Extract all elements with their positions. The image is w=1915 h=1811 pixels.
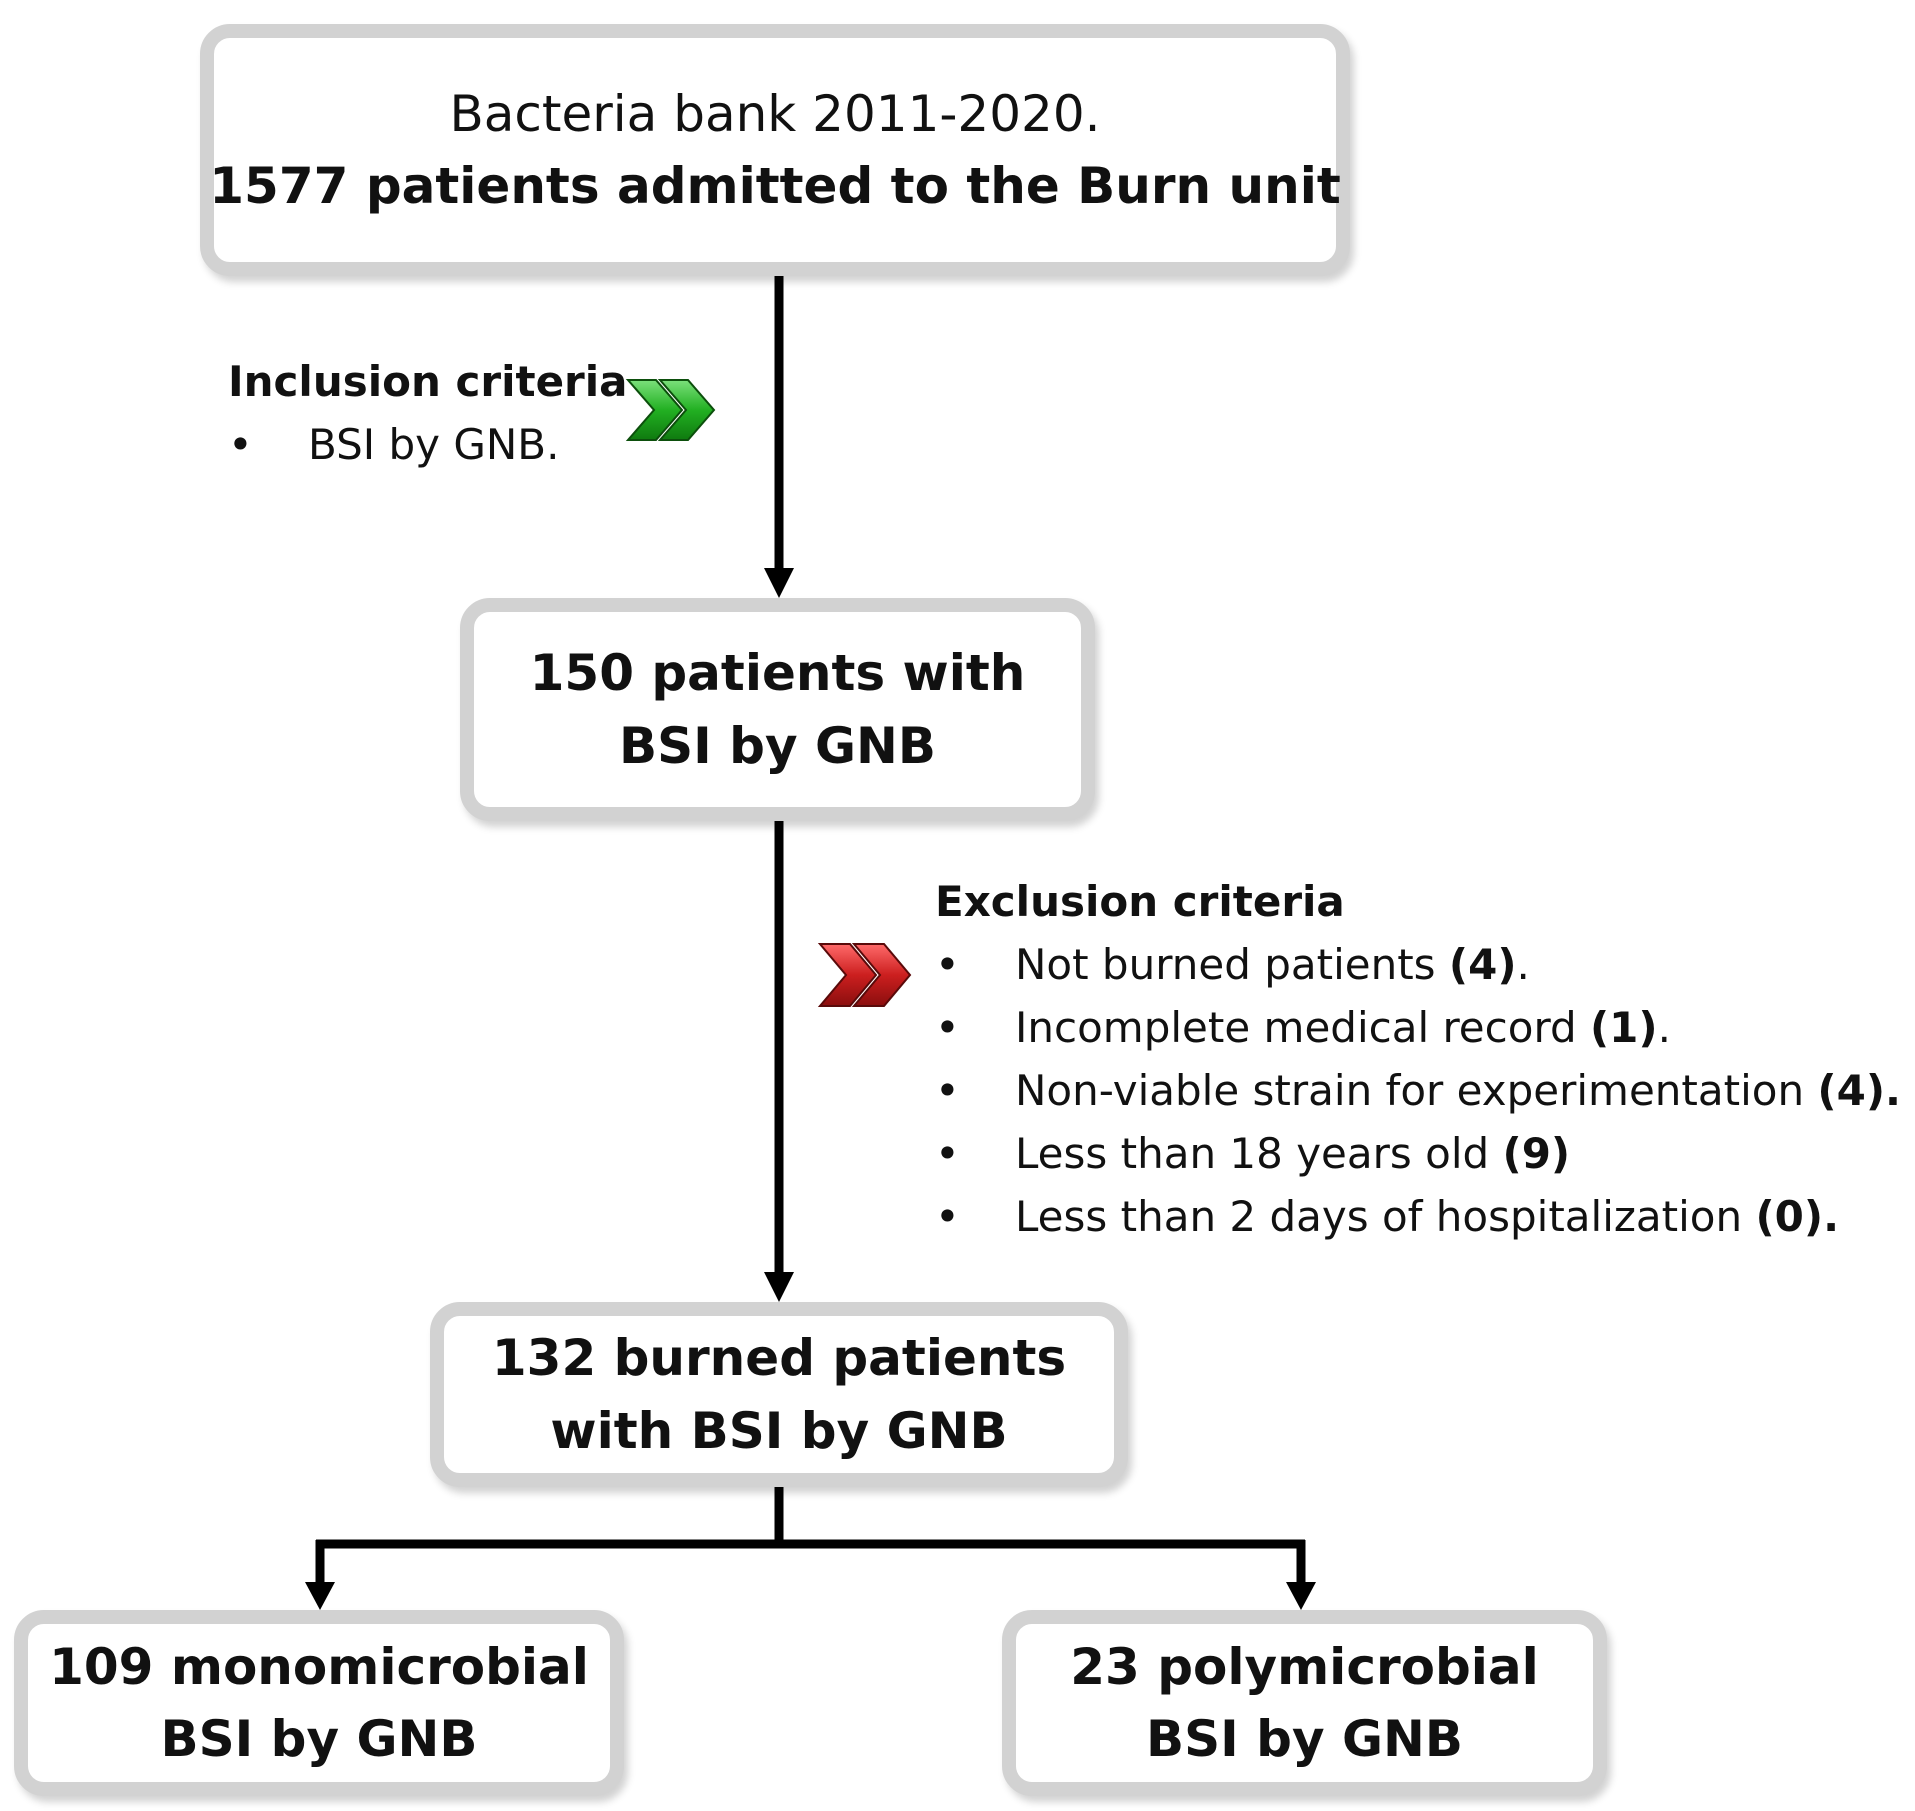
exclusion-item-count: (0). [1755, 1192, 1840, 1241]
exclusion-item-end: . [1657, 1003, 1671, 1052]
arrowhead-left [305, 1582, 335, 1610]
source-population-count: 1577 patients admitted to the Burn unit [209, 157, 1341, 215]
bullet: • [935, 1129, 960, 1178]
bullet: • [935, 1192, 960, 1241]
inclusion-criteria-item: • BSI by GNB. [228, 413, 628, 476]
inclusion-criteria-list: • BSI by GNB. [228, 413, 628, 476]
exclusion-item-count: (4). [1817, 1066, 1901, 1115]
arrowhead-mid [764, 568, 794, 598]
exclusion-criteria-list: • Not burned patients (4). • Incomplete me… [935, 933, 1901, 1248]
arrowhead-right [1286, 1582, 1316, 1610]
bullet: • [228, 420, 253, 469]
inclusion-criteria: Inclusion criteria • BSI by GNB. [228, 350, 628, 476]
burned-patients-line2: with BSI by GNB [550, 1401, 1008, 1460]
exclusion-criteria-item: • Not burned patients (4). [935, 933, 1901, 996]
bullet: • [935, 940, 960, 989]
source-population-box: Bacteria bank 2011-2020. 1577 patients a… [200, 24, 1350, 276]
exclusion-item-end: . [1516, 940, 1530, 989]
inclusion-criteria-item-text: BSI by GNB. [308, 420, 560, 469]
exclusion-item-text: Less than 2 days of hospitalization [1015, 1192, 1756, 1241]
exclusion-item-text: Less than 18 years old [1015, 1129, 1503, 1178]
exclusion-criteria: Exclusion criteria • Not burned patients … [935, 870, 1901, 1248]
monomicrobial-box: 109 monomicrobial BSI by GNB [14, 1610, 624, 1796]
exclusion-item-text: Non-viable strain for experimentation [1015, 1066, 1818, 1115]
arrowhead-third [764, 1272, 794, 1302]
exclusion-criteria-item: • Less than 2 days of hospitalization (0)… [935, 1185, 1901, 1248]
bsi-patients-line1: 150 patients with [529, 644, 1026, 702]
exclusion-criteria-item: • Non-viable strain for experimentation (… [935, 1059, 1901, 1122]
polymicrobial-box: 23 polymicrobial BSI by GNB [1002, 1610, 1607, 1796]
exclusion-item-count: (9) [1502, 1129, 1571, 1178]
polymicrobial-line1: 23 polymicrobial [1070, 1637, 1539, 1696]
inclusion-chevron-icon [625, 379, 716, 441]
exclusion-item-text: Incomplete medical record [1015, 1003, 1590, 1052]
inclusion-criteria-title: Inclusion criteria [228, 357, 628, 406]
bullet: • [935, 1066, 960, 1115]
burned-patients-box: 132 burned patients with BSI by GNB [430, 1302, 1128, 1487]
exclusion-criteria-item: • Less than 18 years old (9) [935, 1122, 1901, 1185]
exclusion-criteria-item: • Incomplete medical record (1). [935, 996, 1901, 1059]
bsi-patients-line2: BSI by GNB [619, 716, 936, 775]
exclusion-item-text: Not burned patients [1015, 940, 1449, 989]
exclusion-criteria-title: Exclusion criteria [935, 877, 1345, 926]
exclusion-item-count: (1) [1589, 1003, 1658, 1052]
exclusion-item-count: (4) [1448, 940, 1517, 989]
polymicrobial-line2: BSI by GNB [1146, 1710, 1463, 1768]
exclusion-chevron-icon [817, 943, 912, 1007]
bsi-patients-box: 150 patients with BSI by GNB [460, 598, 1095, 821]
bullet: • [935, 1003, 960, 1052]
source-population-title: Bacteria bank 2011-2020. [449, 84, 1101, 143]
burned-patients-line1: 132 burned patients [491, 1329, 1067, 1387]
monomicrobial-line2: BSI by GNB [160, 1710, 478, 1768]
monomicrobial-line1: 109 monomicrobial [49, 1637, 589, 1696]
